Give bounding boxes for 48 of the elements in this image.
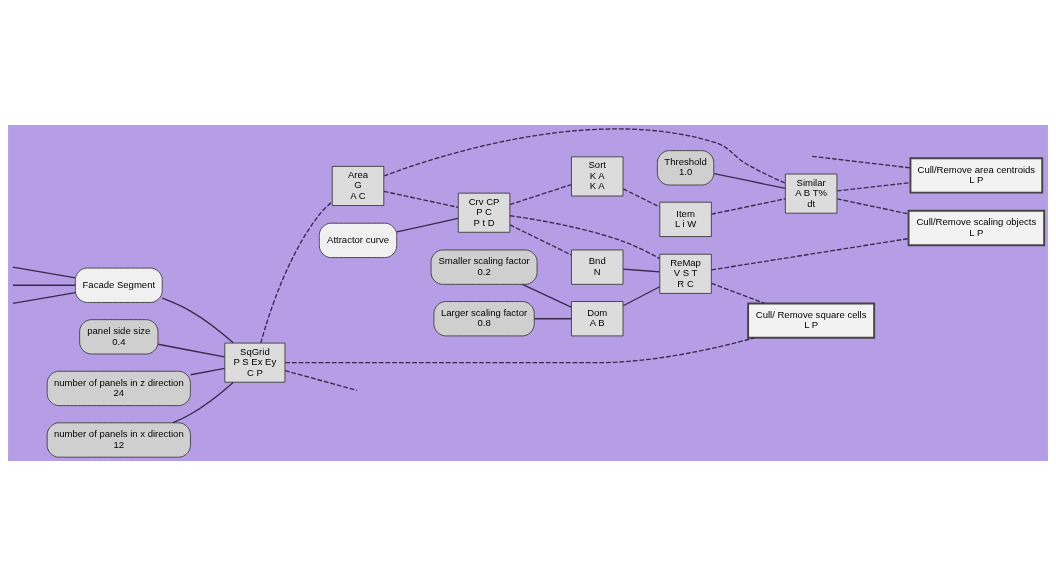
connector	[622, 267, 661, 273]
connector	[396, 217, 459, 233]
connector	[836, 181, 911, 191]
node-box: Crv CP P C P t D	[457, 192, 511, 233]
connector	[713, 172, 786, 189]
connector	[622, 187, 661, 208]
connector	[533, 317, 572, 319]
connector	[12, 291, 76, 304]
node-box: Larger scaling factor 0.8	[433, 300, 535, 336]
connector	[284, 369, 358, 391]
connector	[172, 381, 234, 423]
node-box: Smaller scaling factor 0.2	[430, 249, 538, 285]
connector	[284, 336, 756, 363]
node-box: Similar A B T% dt	[784, 173, 838, 214]
node-box: Cull/Remove scaling objects L P	[907, 209, 1046, 246]
node-box: number of panels in z direction 24	[46, 370, 191, 406]
node-box: Threshold 1.0	[656, 149, 715, 185]
node-box: panel side size 0.4	[79, 318, 159, 355]
node-box: Attractor curve	[318, 222, 398, 258]
connector	[836, 197, 909, 214]
node-box: Bnd N	[570, 249, 624, 285]
connector	[521, 283, 572, 308]
connector	[509, 214, 661, 259]
connector	[190, 367, 226, 375]
connector	[157, 343, 226, 358]
connector	[710, 197, 786, 215]
connector	[161, 297, 234, 343]
connector	[710, 237, 909, 271]
node-box: Item L i W	[659, 201, 712, 237]
node-box: Area G A C	[331, 165, 385, 206]
node-box: Facade Segment	[74, 267, 163, 303]
node-box: ReMap V S T R C	[659, 253, 712, 294]
connector	[383, 190, 459, 208]
node-box: Sort K A K A	[570, 155, 624, 196]
connector	[509, 223, 573, 256]
node-box: number of panels in x direction 12	[46, 421, 191, 458]
node-box: Dom A B	[570, 300, 624, 336]
node-box: Cull/ Remove square cells L P	[747, 301, 876, 339]
connector	[12, 284, 76, 286]
connector	[12, 265, 76, 279]
node-box: SqGrid P S Ex Ey C P	[224, 342, 286, 383]
connector	[811, 155, 911, 168]
connector	[509, 183, 573, 205]
connector	[260, 201, 333, 344]
connector	[710, 282, 766, 304]
connector	[622, 285, 661, 306]
connector	[383, 127, 786, 184]
node-box: Cull/Remove area centroids L P	[909, 156, 1044, 194]
